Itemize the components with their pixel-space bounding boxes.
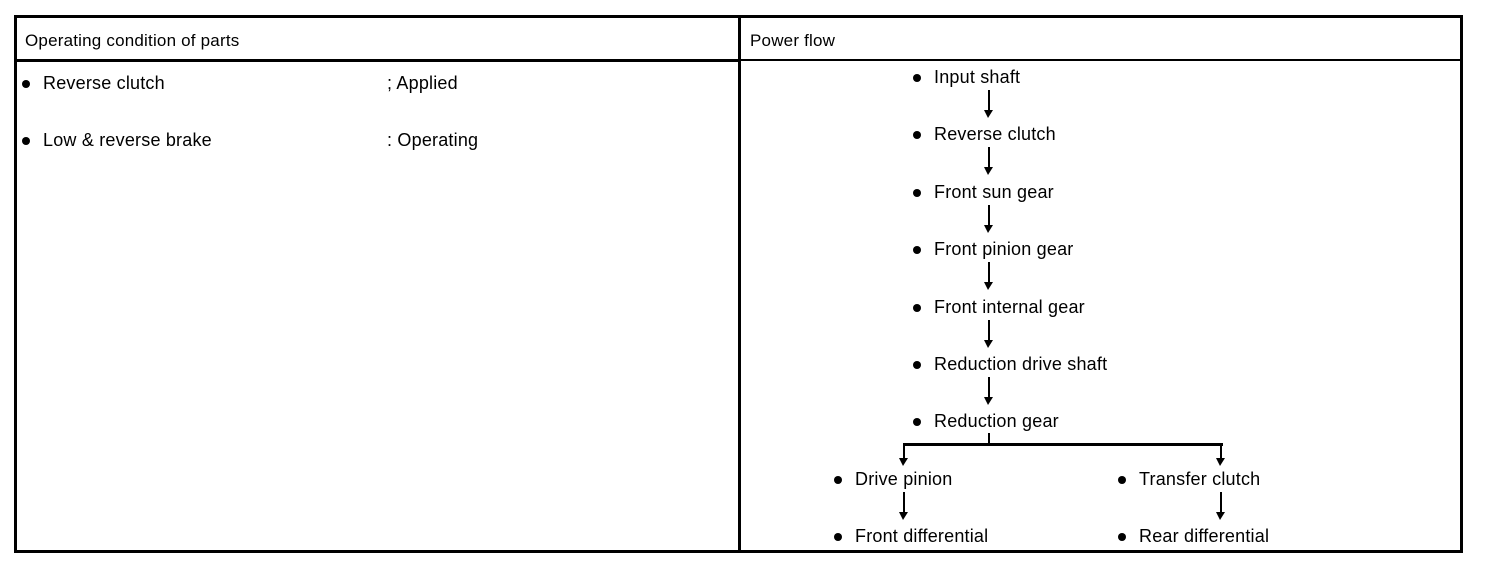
- operating-condition-state: ; Applied: [387, 73, 458, 93]
- power-flow-branch-step: Rear differential: [1118, 526, 1269, 547]
- flow-arrow-down-icon: [984, 147, 993, 175]
- operating-condition-row: Low & reverse brake: [22, 130, 387, 151]
- bullet-icon: [834, 475, 842, 484]
- power-flow-branch-label: Front differential: [855, 526, 989, 546]
- power-flow-step-label: Reduction gear: [934, 411, 1059, 431]
- branch-arrow-left-icon: [899, 444, 908, 466]
- power-flow-step: Reduction drive shaft: [913, 354, 1107, 375]
- column-header-operating-condition: Operating condition of parts: [25, 31, 240, 50]
- power-flow-step: Front pinion gear: [913, 239, 1073, 260]
- flow-arrow-down-icon: [984, 90, 993, 118]
- power-flow-step: Reduction gear: [913, 411, 1059, 432]
- bullet-icon: [913, 130, 921, 139]
- power-flow-branch-step: Transfer clutch: [1118, 469, 1260, 490]
- flow-arrow-down-icon: [984, 262, 993, 290]
- power-flow-step: Reverse clutch: [913, 124, 1056, 145]
- bullet-icon: [22, 79, 30, 88]
- power-flow-step: Front sun gear: [913, 182, 1054, 203]
- power-flow-branch-label: Transfer clutch: [1139, 469, 1261, 489]
- flow-arrow-down-icon: [899, 492, 908, 520]
- flow-arrow-down-icon: [1216, 492, 1225, 520]
- branch-stem: [988, 433, 990, 445]
- bullet-icon: [913, 245, 921, 254]
- bullet-icon: [1118, 475, 1126, 484]
- bullet-icon: [834, 532, 842, 541]
- flow-arrow-down-icon: [984, 320, 993, 348]
- header-rule-left: [14, 59, 741, 62]
- power-flow-step-label: Reduction drive shaft: [934, 354, 1108, 374]
- power-flow-branch-step: Drive pinion: [834, 469, 952, 490]
- operating-condition-row: Reverse clutch: [22, 73, 387, 94]
- power-flow-branch-label: Drive pinion: [855, 469, 953, 489]
- operating-condition-part: Low & reverse brake: [43, 130, 212, 150]
- bullet-icon: [913, 417, 921, 426]
- power-flow-branch-label: Rear differential: [1139, 526, 1270, 546]
- power-flow-step: Front internal gear: [913, 297, 1085, 318]
- power-flow-step-label: Front pinion gear: [934, 239, 1074, 259]
- column-header-power-flow: Power flow: [750, 31, 836, 50]
- column-divider: [738, 15, 741, 553]
- power-flow-step-label: Reverse clutch: [934, 124, 1056, 144]
- power-flow-step-label: Front internal gear: [934, 297, 1085, 317]
- branch-arrow-right-icon: [1216, 444, 1225, 466]
- power-flow-branch-step: Front differential: [834, 526, 988, 547]
- power-flow-step-label: Input shaft: [934, 67, 1021, 87]
- flow-arrow-down-icon: [984, 377, 993, 405]
- operating-condition-part: Reverse clutch: [43, 73, 165, 93]
- flow-arrow-down-icon: [984, 205, 993, 233]
- branch-bar: [903, 443, 1223, 446]
- operating-condition-state: : Operating: [387, 130, 479, 150]
- power-flow-step: Input shaft: [913, 67, 1020, 88]
- bullet-icon: [913, 360, 921, 369]
- bullet-icon: [913, 303, 921, 312]
- bullet-icon: [913, 188, 921, 197]
- power-flow-step-label: Front sun gear: [934, 182, 1054, 202]
- header-rule-right: [741, 59, 1463, 61]
- bullet-icon: [1118, 532, 1126, 541]
- bullet-icon: [22, 136, 30, 145]
- bullet-icon: [913, 73, 921, 82]
